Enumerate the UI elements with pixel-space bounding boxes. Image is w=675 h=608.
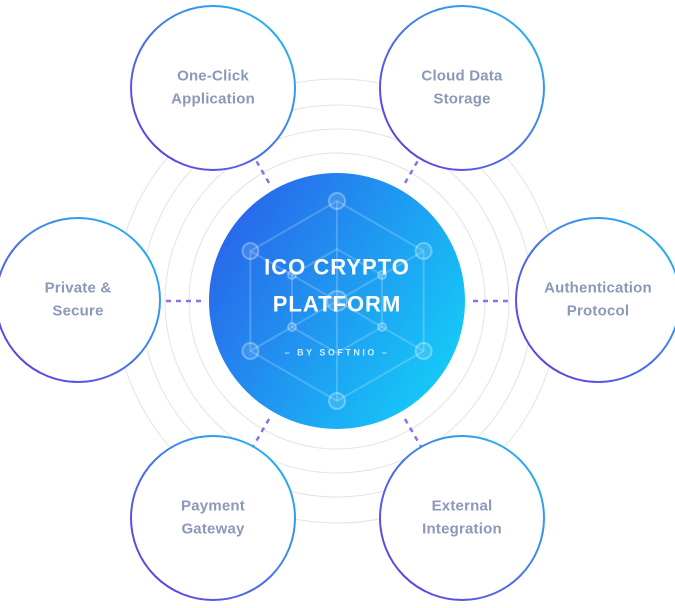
satellite-circles (0, 5, 675, 601)
hub-title-line1: ICO CRYPTO (264, 254, 410, 280)
orbit-ring-2 (164, 128, 510, 474)
node-label-authentication-protocol: Authentication Protocol (544, 279, 652, 320)
node-label-one-click-application: One-Click Application (171, 67, 255, 108)
node-label-external-integration: External Integration (422, 497, 502, 538)
node-circle-authentication-protocol (515, 217, 675, 383)
node-circle-private-secure (0, 217, 161, 383)
hub-title: ICO CRYPTO PLATFORM (222, 249, 452, 324)
node-circle-external-integration (379, 435, 545, 601)
node-label-payment-gateway: Payment Gateway (181, 497, 245, 538)
hexagon-network-icon (241, 192, 433, 410)
hub-subtitle: – BY SOFTNIO – (284, 347, 390, 358)
node-label-cloud-data-storage: Cloud Data Storage (421, 67, 503, 108)
hub-circle (209, 173, 465, 429)
node-circle-one-click-application (130, 5, 296, 171)
hub-title-line2: PLATFORM (272, 292, 402, 317)
hub-label: ICO CRYPTO PLATFORM – BY SOFTNIO – (222, 249, 452, 358)
node-label-private-secure: Private & Secure (44, 279, 112, 320)
node-circle-cloud-data-storage (379, 5, 545, 171)
node-circle-payment-gateway (130, 435, 296, 601)
